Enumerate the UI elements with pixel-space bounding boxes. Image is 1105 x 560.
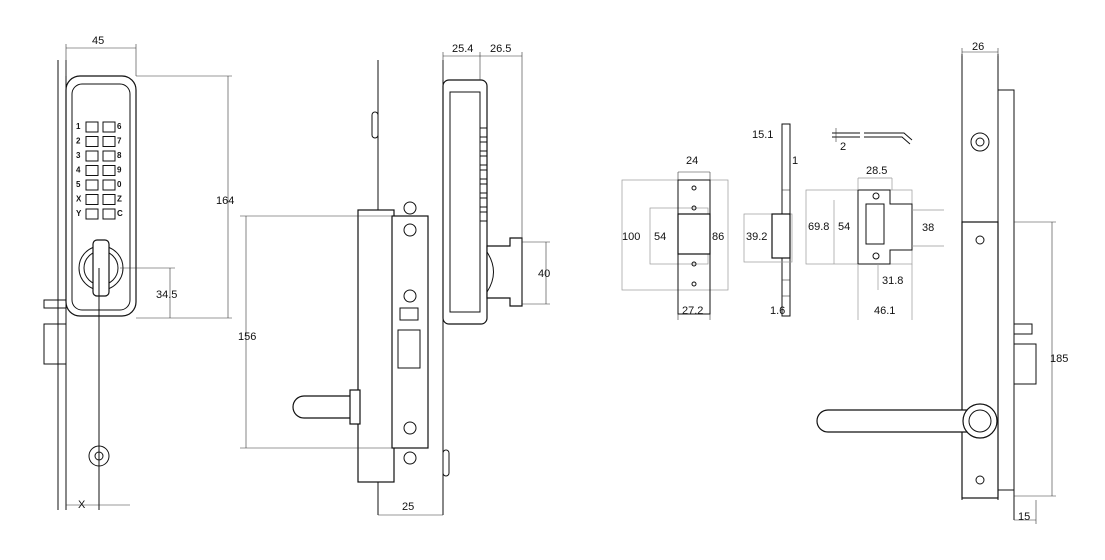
side-key-stub-5 [479, 197, 488, 208]
side-key-stub-0 [479, 127, 488, 138]
keypad-button-left-5 [85, 194, 99, 205]
handle-view [816, 48, 1056, 524]
key-label-right-6: C [117, 209, 123, 218]
key-label-left-5: X [76, 195, 82, 204]
dim-edge-bottom: 1.6 [770, 305, 785, 317]
dim-edge-height: 39.2 [746, 231, 767, 243]
dim-strike-top: 24 [686, 155, 698, 167]
key-label-right-1: 7 [117, 137, 122, 146]
dim-strike-right: 86 [712, 231, 724, 243]
key-label-right-4: 0 [117, 180, 122, 189]
dim-knob: 40 [538, 268, 550, 280]
key-label-left-4: 5 [76, 180, 81, 189]
dim-cut-inner: 54 [838, 221, 850, 233]
dim-cut-right: 38 [922, 222, 934, 234]
side-key-stub-2 [479, 155, 488, 166]
key-label-left-0: 1 [76, 122, 81, 131]
dim-side-height: 156 [238, 331, 256, 343]
keypad-button-right-3 [102, 165, 116, 176]
edge-profile [743, 123, 793, 317]
keypad-button-right-0 [102, 121, 116, 133]
dim-cut-b1: 31.8 [882, 275, 903, 287]
side-view [240, 52, 550, 516]
dim-knob-height: 34.5 [156, 289, 177, 301]
dim-strike-bottom: 27.2 [682, 305, 703, 317]
dim-cut-top: 28.5 [866, 165, 887, 177]
key-label-right-2: 8 [117, 151, 122, 160]
dim-edge-top: 15.1 [752, 129, 773, 141]
dim-strike-outer: 100 [622, 231, 640, 243]
keypad-button-right-6 [102, 208, 116, 220]
dim-front-width: 45 [92, 35, 104, 47]
key-label-left-1: 2 [76, 137, 81, 146]
dim-handle-height: 185 [1050, 353, 1068, 365]
side-key-stub-4 [479, 183, 488, 194]
side-key-stub-3 [479, 169, 488, 180]
dim-handle-top: 26 [972, 41, 984, 53]
key-label-left-3: 4 [76, 166, 81, 175]
keypad-button-right-1 [102, 136, 116, 147]
dim-edge-one: 1 [792, 155, 798, 167]
key-label-right-3: 9 [117, 166, 122, 175]
strike-plate [621, 171, 729, 320]
keypad-button-right-2 [102, 150, 116, 162]
dim-pin-two: 2 [840, 141, 846, 153]
side-key-stub-1 [479, 141, 488, 152]
keypad-button-left-0 [85, 121, 99, 133]
keypad-button-left-6 [85, 208, 99, 220]
dim-side-depth-b: 26.5 [490, 43, 511, 55]
key-label-left-2: 3 [76, 151, 81, 160]
dim-cut-b2: 46.1 [874, 305, 895, 317]
keypad-button-left-1 [85, 136, 99, 147]
keypad-button-left-3 [85, 165, 99, 176]
dim-handle-bottom: 15 [1018, 511, 1030, 523]
dim-front-height: 164 [216, 195, 234, 207]
key-label-right-5: Z [117, 195, 122, 204]
mortise-cutout [805, 177, 944, 320]
keypad-button-right-5 [102, 194, 116, 205]
keypad-button-left-4 [85, 179, 99, 191]
key-label-right-0: 6 [117, 122, 122, 131]
dim-cut-left: 69.8 [808, 221, 829, 233]
dim-strike-inner: 54 [654, 231, 666, 243]
dim-x-label: X [78, 499, 86, 511]
dim-side-depth-a: 25.4 [452, 43, 473, 55]
dim-side-width: 25 [402, 501, 414, 513]
keypad-button-left-2 [85, 150, 99, 162]
side-key-stub-6 [479, 211, 488, 222]
key-label-left-6: Y [76, 209, 82, 218]
keypad-button-right-4 [102, 179, 116, 191]
spindle-pin [832, 128, 913, 145]
